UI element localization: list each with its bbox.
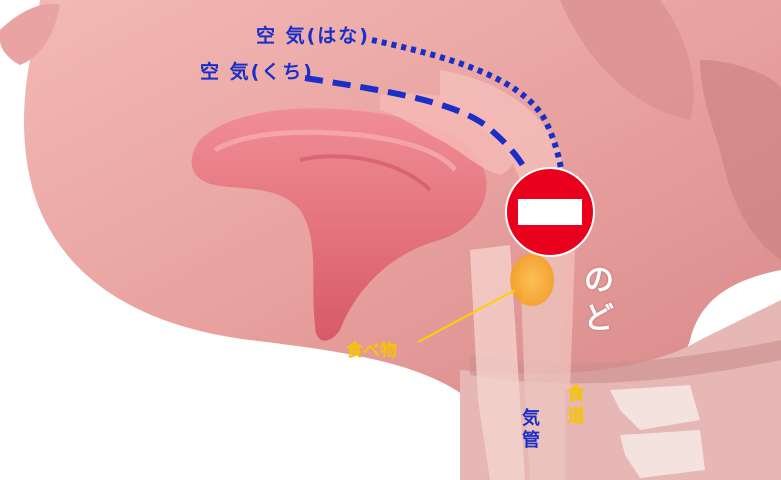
label-throat: のど (580, 262, 620, 338)
label-air-mouth: 空 気(くち) (200, 63, 314, 82)
label-trachea: 気管 (520, 408, 538, 452)
food-bolus (510, 254, 554, 306)
label-air-nose: 空 気(はな) (256, 27, 370, 46)
label-esophagus: 食道 (565, 384, 583, 428)
label-food: 食べ物 (346, 343, 397, 360)
no-entry-icon (506, 168, 594, 256)
